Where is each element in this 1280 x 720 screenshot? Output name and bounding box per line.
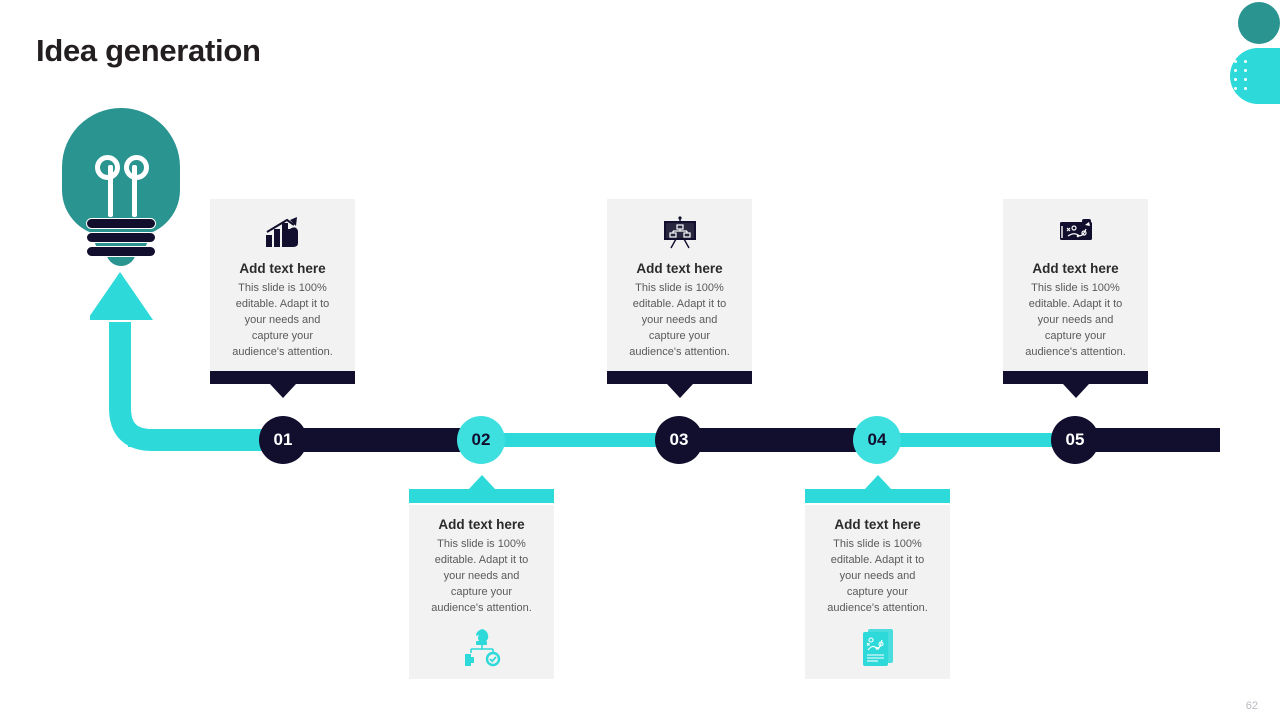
- page-number: 62: [1245, 700, 1258, 712]
- card-heading: Add text here: [438, 517, 525, 532]
- timeline-node-label: 02: [471, 430, 491, 449]
- timeline-segment-04-05: [866, 433, 1096, 447]
- card-body-text: This slide is 100% editable. Adapt it to…: [232, 282, 333, 358]
- info-card-01[interactable]: Add text here This slide is 100% editabl…: [210, 199, 355, 381]
- card-body-text: This slide is 100% editable. Adapt it to…: [629, 282, 730, 358]
- bar-chart-thumbs-up-icon: [210, 209, 355, 255]
- timeline-node-label: 04: [867, 430, 887, 449]
- decorative-circle-icon: [1238, 2, 1280, 44]
- card-heading: Add text here: [834, 517, 921, 532]
- page-title: Idea generation: [36, 33, 261, 68]
- info-card-05[interactable]: Add text here This slide is 100% editabl…: [1003, 199, 1148, 381]
- light-bulb-icon: [62, 108, 180, 273]
- card-footer-pointer-01: [210, 371, 355, 398]
- decorative-dots-icon: [1234, 60, 1254, 94]
- timeline-segment-02-03: [470, 433, 700, 447]
- info-card-02[interactable]: Add text here This slide is 100% editabl…: [409, 505, 554, 679]
- timeline-node-01[interactable]: 01: [259, 416, 307, 464]
- info-card-04[interactable]: Add text here This slide is 100% editabl…: [805, 505, 950, 679]
- timeline-node-label: 03: [669, 430, 689, 449]
- card-body-text: This slide is 100% editable. Adapt it to…: [431, 538, 532, 614]
- chess-knight-strategy-icon: [409, 625, 554, 669]
- timeline-segment-start: [128, 433, 273, 447]
- card-header-pointer-02: [409, 475, 554, 503]
- info-card-03[interactable]: Add text here This slide is 100% editabl…: [607, 199, 752, 381]
- card-footer-pointer-05: [1003, 371, 1148, 398]
- card-body-text: This slide is 100% editable. Adapt it to…: [1025, 282, 1126, 358]
- decorative-quarter-circle-icon: [1230, 48, 1280, 104]
- card-heading: Add text here: [636, 261, 723, 276]
- card-footer-pointer-03: [607, 371, 752, 398]
- timeline-node-03[interactable]: 03: [655, 416, 703, 464]
- card-heading: Add text here: [239, 261, 326, 276]
- timeline-node-05[interactable]: 05: [1051, 416, 1099, 464]
- timeline-node-02[interactable]: 02: [457, 416, 505, 464]
- presentation-board-icon: [607, 209, 752, 255]
- playbook-board-icon: [1003, 209, 1148, 255]
- card-body-text: This slide is 100% editable. Adapt it to…: [827, 538, 928, 614]
- card-heading: Add text here: [1032, 261, 1119, 276]
- timeline-node-04[interactable]: 04: [853, 416, 901, 464]
- card-header-pointer-04: [805, 475, 950, 503]
- strategy-document-icon: [805, 625, 950, 669]
- timeline-node-label: 01: [273, 430, 293, 449]
- timeline-node-label: 05: [1065, 430, 1085, 449]
